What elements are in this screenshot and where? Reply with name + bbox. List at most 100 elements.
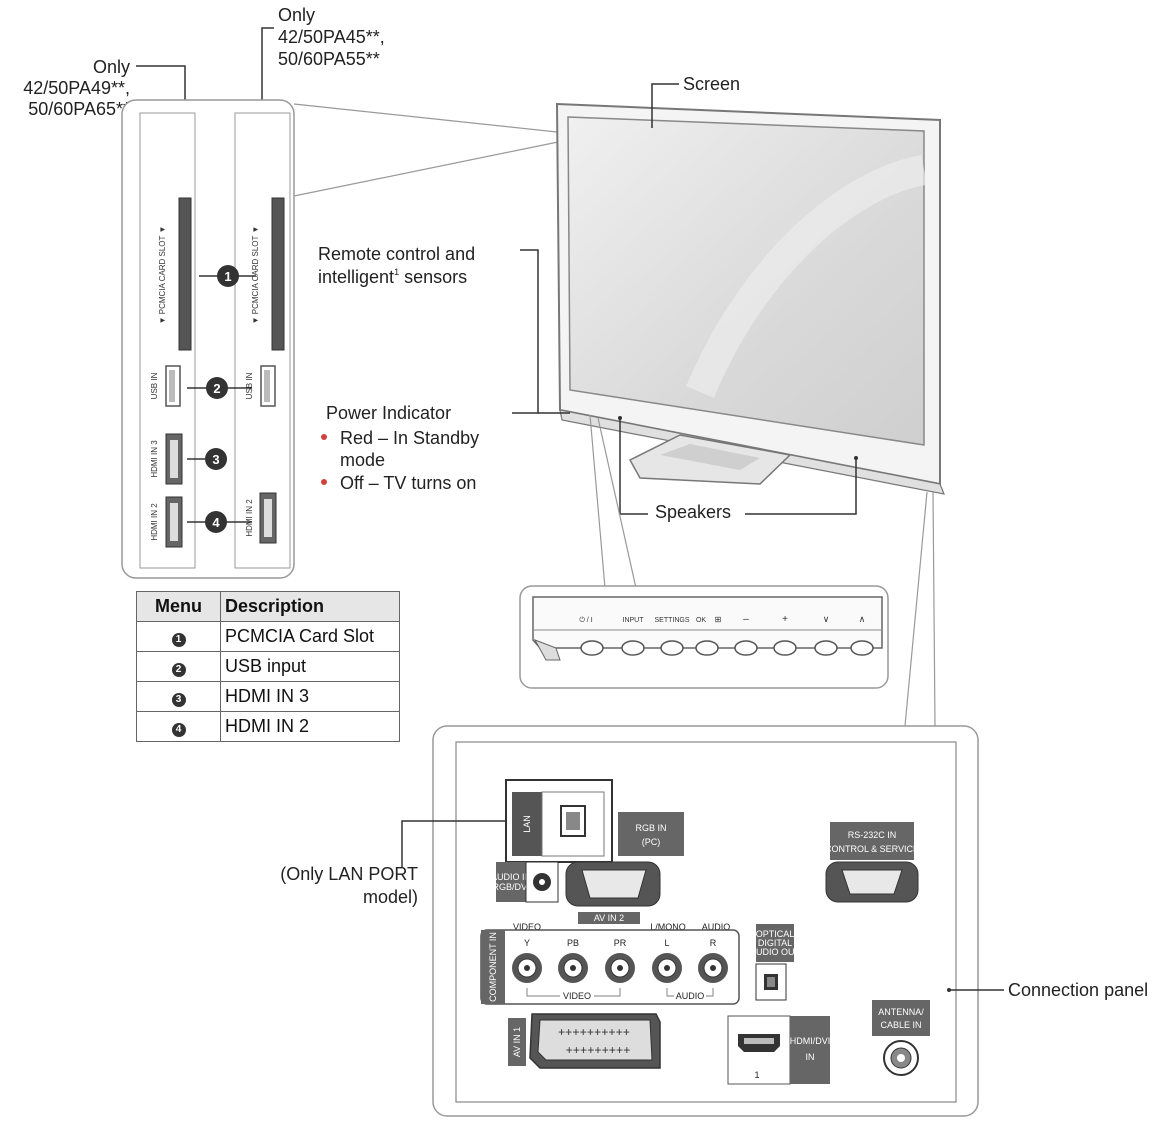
menu-table: Menu Description 1 PCMCIA Card Slot 2 US…: [136, 591, 400, 742]
svg-text:intelligent1 sensors: intelligent1 sensors: [318, 267, 467, 287]
btn-input[interactable]: [621, 640, 645, 656]
jack-pr-label: PR: [614, 938, 627, 948]
model-label-left-3: 50/60PA65**: [28, 99, 130, 119]
jack-l-label: L: [664, 938, 669, 948]
hdmi-dvi-label-2: IN: [806, 1052, 815, 1062]
power-label-standby-1: Red – In Standby: [340, 428, 479, 448]
hdmi2-label-left: HDMI IN 2: [150, 503, 159, 541]
hdmi-dvi-label-bg: [790, 1016, 830, 1084]
model-label-right-2: 42/50PA45**,: [278, 27, 385, 47]
table-row: 3 HDMI IN 3: [136, 681, 400, 712]
model-label-left-2: 42/50PA49**,: [23, 78, 130, 98]
power-label-off: Off – TV turns on: [340, 473, 476, 493]
row-description: USB input: [220, 651, 400, 682]
btn-down-label: ∨: [823, 614, 830, 624]
marker-3-text: 3: [212, 452, 219, 467]
row-description: PCMCIA Card Slot: [220, 621, 400, 652]
video-top-label: VIDEO: [513, 922, 541, 932]
component-label-bg: [481, 930, 505, 1004]
antenna-jack: [883, 1040, 919, 1076]
table-row: 2 USB input: [136, 651, 400, 682]
pcmcia-label-left: ▼ PCMCIA CARD SLOT ▼: [158, 226, 167, 325]
av-in2-label: AV IN 2: [594, 913, 624, 923]
tv-set: Screen Remote control and intelligent1 s…: [318, 74, 945, 727]
btn-plus-label: +: [782, 614, 788, 625]
table-row: 4 HDMI IN 2: [136, 711, 400, 742]
lan-port: [560, 805, 586, 837]
marker-2: [206, 377, 228, 399]
btn-ok[interactable]: [695, 640, 719, 656]
model-label-right-3: 50/60PA55**: [278, 49, 380, 69]
sensor-label-1: Remote control and: [318, 244, 475, 264]
sensor-label-3: sensors: [399, 267, 467, 287]
btn-power[interactable]: [580, 640, 604, 656]
rca-jack-pb: [558, 953, 588, 983]
av-in1-label-bg: [508, 1018, 526, 1066]
btn-power-label: ⏻ / I: [579, 616, 592, 624]
marker-3: [205, 448, 227, 470]
bullet-standby: [321, 434, 327, 440]
hdmi3-label: HDMI IN 3: [150, 440, 159, 478]
leader-right: [261, 27, 274, 113]
btn-up[interactable]: [850, 640, 874, 656]
jack-y-label: Y: [524, 938, 530, 948]
rgb-in-label-1: RGB IN: [635, 823, 666, 833]
audio-in-label-1: AUDIO IN: [491, 872, 531, 882]
rca-jack-r: [698, 953, 728, 983]
menu-header: Menu: [136, 591, 221, 622]
jack-r-label: R: [710, 938, 717, 948]
audio-top-label: AUDIO: [702, 922, 731, 932]
btn-minus[interactable]: [734, 640, 758, 656]
leader-left: [136, 65, 186, 113]
svg-text:++++++++++: ++++++++++: [558, 1026, 630, 1040]
marker-1-text: 1: [224, 269, 231, 284]
button-strip: ⏻ / I INPUT SETTINGS OK ⊞ – + ∨ ∧: [519, 585, 889, 689]
btn-plus[interactable]: [773, 640, 797, 656]
pcmcia-label-right: ▼ PCMCIA CARD SLOT ▼: [251, 226, 260, 325]
btn-settings[interactable]: [660, 640, 684, 656]
pcmcia-slot-left: [178, 197, 192, 351]
av-in1-label: AV IN 1: [512, 1027, 522, 1057]
component-label: COMPONENT IN: [488, 932, 498, 1002]
rs232-label-2: (CONTROL & SERVICE): [822, 844, 922, 854]
antenna-label-1: ANTENNA/: [878, 1007, 924, 1017]
audio-bottom-label: AUDIO: [676, 991, 705, 1001]
menu-table-header: Menu Description: [136, 591, 400, 622]
btn-ok-label: OK: [696, 617, 706, 624]
optical-label-bg: [756, 924, 794, 962]
power-label-standby-2: mode: [340, 450, 385, 470]
row-description: HDMI IN 2: [220, 711, 400, 742]
antenna-label-bg: [872, 1000, 930, 1036]
optical-label-1: OPTICAL: [756, 929, 795, 939]
usb-label-left: USB IN: [150, 372, 159, 399]
btn-up-label: ∧: [859, 614, 866, 624]
row-number-badge: 1: [171, 633, 186, 647]
btn-down[interactable]: [814, 640, 838, 656]
row-number-badge: 2: [171, 663, 186, 677]
usb-label-right: USB IN: [245, 372, 254, 399]
btn-menu-label: ⊞: [715, 615, 722, 624]
jack-pb-label: PB: [567, 938, 579, 948]
btn-settings-label: SETTINGS: [654, 617, 689, 624]
lan-label-bg: [512, 792, 542, 856]
lan-callout-1: (Only LAN PORT: [280, 864, 418, 884]
lan-callout-2: model): [363, 887, 418, 907]
marker-4: [205, 511, 227, 533]
rs232-label-bg: [830, 822, 914, 860]
rca-jack-l: [652, 953, 682, 983]
rs232-label-1: RS-232C IN: [848, 830, 897, 840]
btn-minus-label: –: [743, 614, 749, 625]
btn-input-label: INPUT: [623, 617, 645, 624]
marker-4-text: 4: [212, 515, 220, 530]
audio-in-label-bg: [496, 862, 526, 902]
video-bottom-label: VIDEO: [563, 991, 591, 1001]
hdmi-dvi-label-1: HDMI/DVI: [790, 1036, 831, 1046]
optical-label-3: AUDIO OUT: [750, 947, 801, 957]
lmono-label: L/MONO: [650, 922, 686, 932]
side-panel: Only 42/50PA49**, 50/60PA65** Only 42/50…: [23, 5, 559, 579]
model-label-left-1: Only: [93, 57, 130, 77]
row-number-badge: 4: [171, 723, 186, 737]
bullet-off: [321, 479, 327, 485]
pcmcia-slot-right: [271, 197, 285, 351]
